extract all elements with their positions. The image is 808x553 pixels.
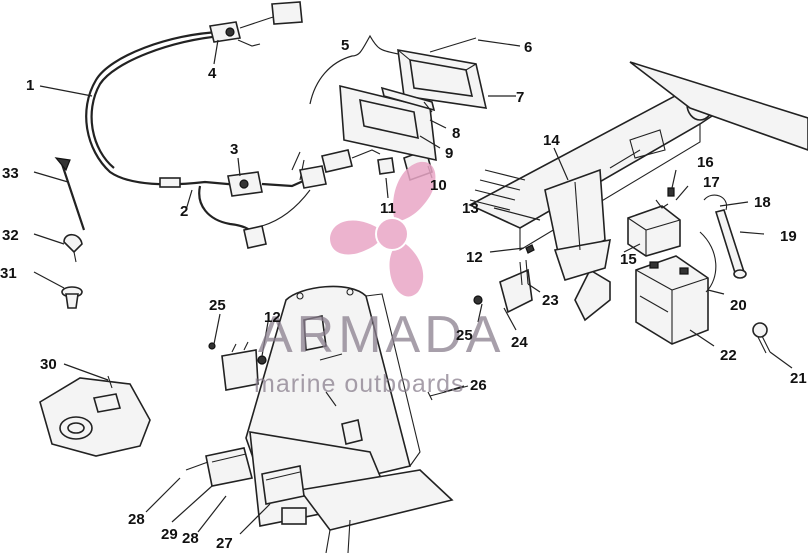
callout-33: 33 [2,165,19,182]
watermark-logo [330,161,436,297]
callout-25-right: 25 [456,327,473,344]
callout-22: 22 [720,347,737,364]
main-harness-1 [85,1,303,188]
propeller-hub [375,217,409,251]
callout-3: 3 [230,141,238,158]
clip-11 [377,157,395,175]
callout-23: 23 [542,292,559,309]
cable-20 [699,231,717,293]
callout-2: 2 [180,203,188,220]
callout-30: 30 [40,356,57,373]
callout-13: 13 [462,200,479,217]
watermark-tagline: marine outboards [254,370,465,398]
callout-9: 9 [445,145,453,162]
callout-21: 21 [790,370,807,387]
callout-27: 27 [216,535,233,552]
leader-lines [33,39,793,535]
callout-31: 31 [0,265,17,282]
callout-12-left: 12 [264,309,281,326]
callout-6: 6 [524,39,532,56]
block-29 [205,447,253,487]
antenna-33 [54,157,86,231]
callout-28-top: 28 [128,511,145,528]
bracket-line-5 [309,34,399,105]
callout-19: 19 [780,228,797,245]
grommet-31 [61,286,83,309]
screw-28 [185,461,209,471]
bolt-21 [752,322,771,354]
callout-7: 7 [516,89,524,106]
sub-harness-2-3 [198,151,327,249]
tail-light-assembly-5 [397,49,488,109]
callout-labels: 1 2 3 4 5 6 7 8 9 10 11 12 12 13 14 15 1… [0,37,807,552]
battery-strap-19 [703,194,747,279]
callout-24: 24 [511,334,528,351]
relay-bracket-24 [473,259,533,314]
callout-12-right: 12 [466,249,483,266]
callout-25-left: 25 [209,297,226,314]
screw-6 [429,37,477,53]
lens-8-9 [339,84,437,162]
callout-5: 5 [341,37,349,54]
callout-17: 17 [703,174,720,191]
callout-10: 10 [430,177,447,194]
fastener-12-right [525,244,535,254]
callout-8: 8 [452,125,460,142]
propeller-blade-left [330,220,384,255]
callout-28-bottom: 28 [182,530,199,547]
frame-rail [468,61,808,322]
bracket-14 [544,168,611,281]
callout-26: 26 [470,377,487,394]
cap-32 [63,233,83,263]
callout-32: 32 [2,227,19,244]
battery-22 [635,255,709,345]
callout-4: 4 [208,65,217,82]
callout-11: 11 [380,200,396,217]
hardware-16-17 [655,187,675,209]
callout-15: 15 [620,251,637,268]
callout-1: 1 [26,77,34,94]
cdi-module [208,341,267,391]
battery-cover-15 [627,205,681,257]
propeller-blade-right [389,240,424,297]
watermark-brand: ARMADA [258,306,504,364]
mount-plate [245,285,454,553]
housing-30 [39,375,151,457]
callout-14: 14 [543,132,560,149]
callout-16: 16 [697,154,714,171]
callout-18: 18 [754,194,771,211]
block-27 [261,465,305,505]
callout-20: 20 [730,297,747,314]
callout-29: 29 [161,526,178,543]
propeller-blade-top [392,161,436,222]
